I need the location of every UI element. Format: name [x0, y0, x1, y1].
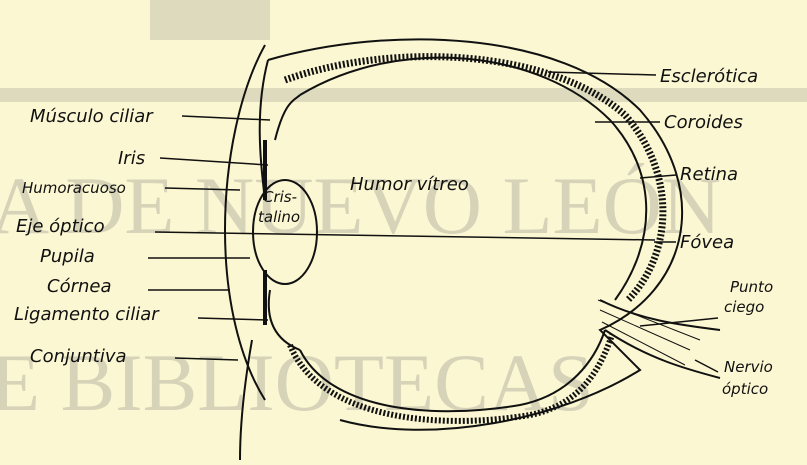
- watermark-bar: [0, 88, 807, 102]
- label-musculo-ciliar: Músculo ciliar: [30, 106, 154, 127]
- leader-ligamento-ciliar: [198, 318, 268, 320]
- label-punto-ciego-1: Punto: [730, 278, 773, 296]
- leader-esclerotica: [548, 72, 656, 75]
- watermark-block: [150, 0, 270, 40]
- label-humor-vitreo: Humor vítreo: [350, 174, 469, 195]
- label-humor-acuoso: Humoracuoso: [22, 179, 126, 197]
- label-punto-ciego-2: ciego: [724, 298, 764, 316]
- label-conjuntiva: Conjuntiva: [30, 346, 127, 367]
- label-eje-optico: Eje óptico: [16, 216, 105, 237]
- label-ligamento-ciliar: Ligamento ciliar: [14, 304, 160, 325]
- optic-nerve: [598, 300, 720, 378]
- label-cristalino-1: Cris-: [263, 188, 297, 206]
- label-cristalino-2: talino: [258, 208, 300, 226]
- optic-nerve-lower: [605, 330, 720, 378]
- label-pupila: Pupila: [40, 246, 95, 267]
- leader-musculo-ciliar: [182, 116, 270, 120]
- optic-nerve-upper: [600, 300, 720, 330]
- label-fovea: Fóvea: [680, 232, 734, 253]
- leader-nervio-optico: [695, 360, 718, 372]
- label-esclerotica: Esclerótica: [660, 66, 758, 87]
- label-nervio-optico-2: óptico: [722, 380, 768, 398]
- label-nervio-optico-1: Nervio: [724, 358, 773, 376]
- label-iris: Iris: [118, 148, 145, 169]
- label-coroides: Coroides: [664, 112, 743, 133]
- label-retina: Retina: [680, 164, 738, 185]
- label-cornea: Córnea: [47, 276, 112, 297]
